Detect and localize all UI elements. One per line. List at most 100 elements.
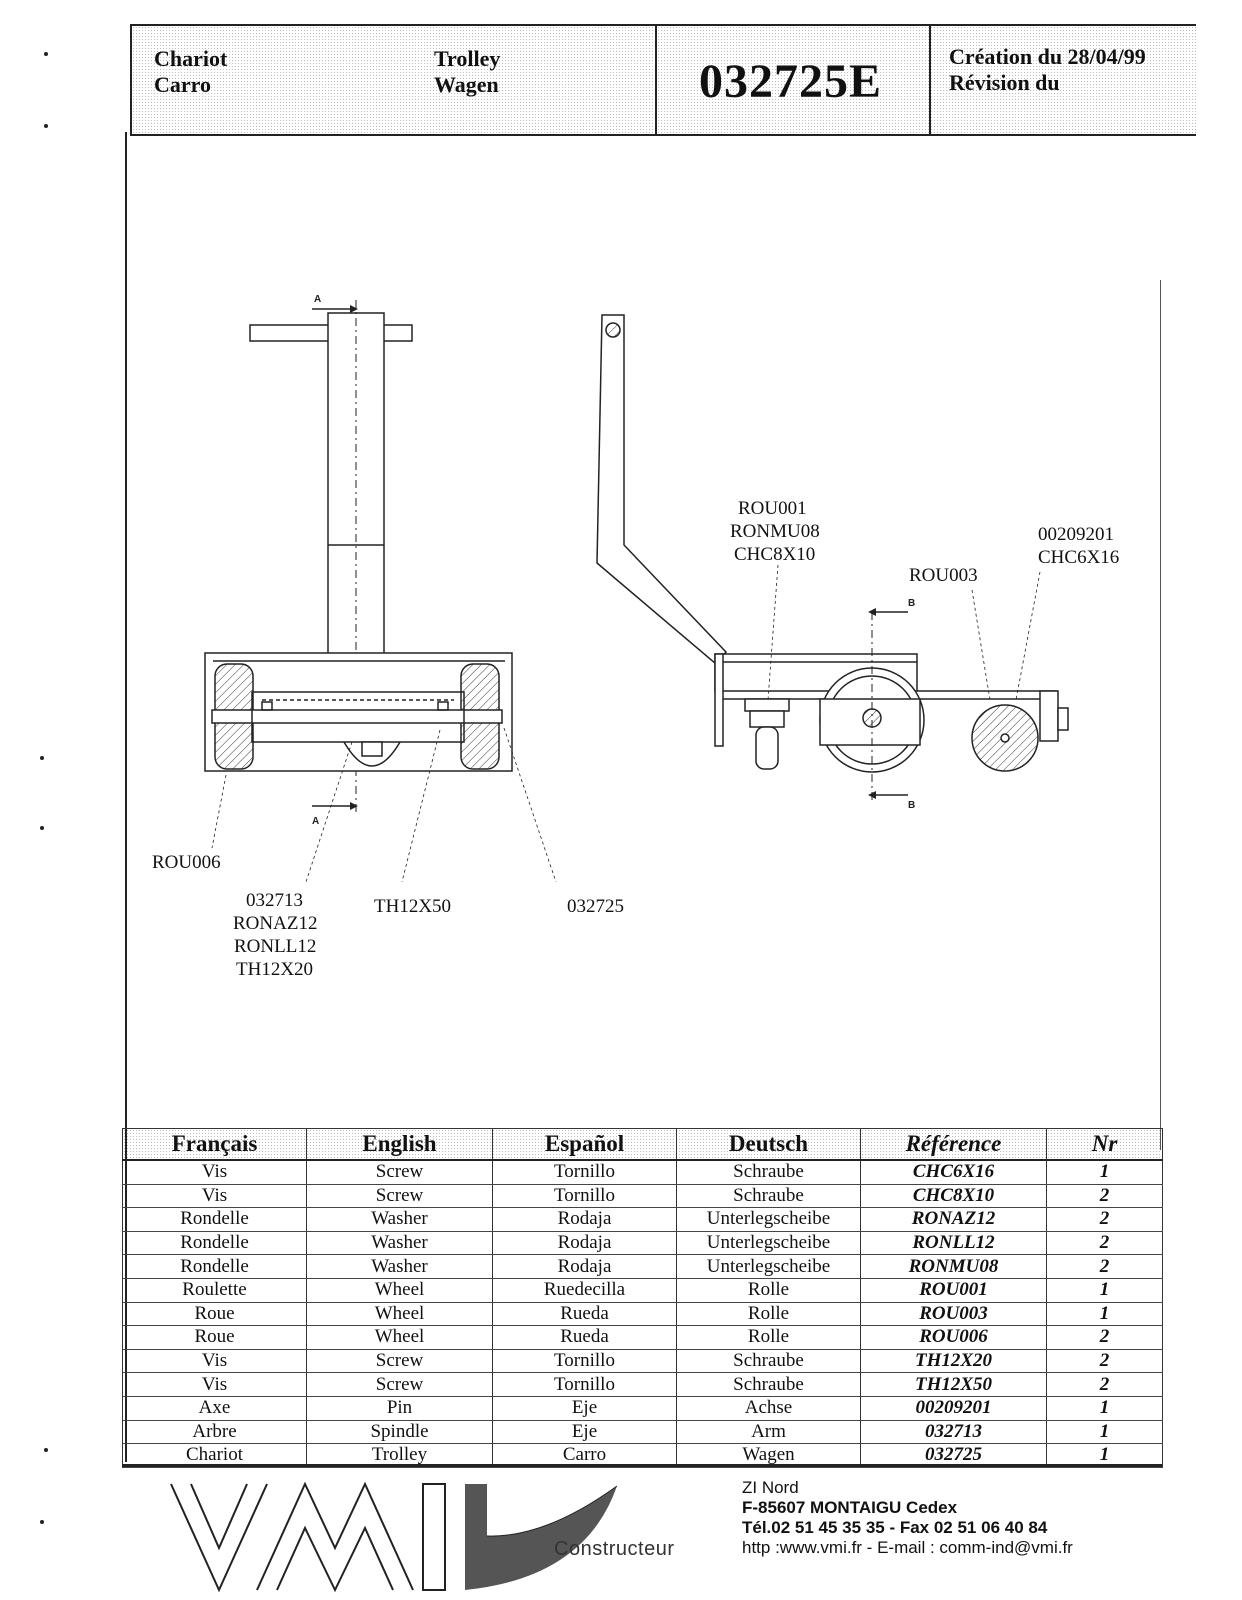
name-es: Carro xyxy=(154,72,212,97)
axle-housing xyxy=(251,691,465,743)
cell-de: Rolle xyxy=(676,1325,861,1350)
logo-swoosh xyxy=(465,1484,617,1590)
col-header-nr: Nr xyxy=(1046,1128,1163,1161)
cell-es: Rodaja xyxy=(492,1254,677,1279)
margin-dot xyxy=(44,52,48,56)
name-fr: Chariot xyxy=(154,46,228,71)
cell-en: Washer xyxy=(306,1231,493,1256)
part-number: 032725E xyxy=(699,55,883,108)
cell-reference: ROU001 xyxy=(860,1278,1047,1303)
creation-date: Création du 28/04/99 xyxy=(949,44,1146,69)
cell-reference: CHC8X10 xyxy=(860,1184,1047,1209)
address-line-2: F-85607 MONTAIGU Cedex xyxy=(742,1498,958,1517)
side-view xyxy=(596,314,1069,800)
constructeur-label: Constructeur xyxy=(554,1538,675,1560)
cell-reference: 032713 xyxy=(860,1420,1047,1445)
label-chc8x10: CHC8X10 xyxy=(734,544,816,565)
section-b-top: B xyxy=(908,598,915,609)
col-header-de: Deutsch xyxy=(676,1128,861,1161)
name-en: Trolley xyxy=(434,46,501,71)
axle-nut xyxy=(261,701,273,711)
part-number-cell: 032725E xyxy=(655,26,931,134)
cell-en: Screw xyxy=(306,1349,493,1374)
label-rou006: ROU006 xyxy=(152,852,221,873)
cell-en: Trolley xyxy=(306,1443,493,1468)
caster-wheel xyxy=(755,726,779,770)
margin-dot xyxy=(40,826,44,830)
cell-de: Schraube xyxy=(676,1372,861,1397)
label-032713: 032713 xyxy=(246,890,303,911)
cell-fr: Vis xyxy=(122,1160,307,1185)
cell-es: Ruedecilla xyxy=(492,1278,677,1303)
cell-es: Tornillo xyxy=(492,1372,677,1397)
cell-reference: RONMU08 xyxy=(860,1254,1047,1279)
cell-es: Eje xyxy=(492,1420,677,1445)
handle-pin xyxy=(605,322,621,338)
frame-left-border xyxy=(125,132,127,1462)
label-th12x50: TH12X50 xyxy=(374,896,452,917)
label-ronll12: RONLL12 xyxy=(234,936,317,957)
cell-nr: 2 xyxy=(1046,1325,1163,1350)
cell-de: Rolle xyxy=(676,1302,861,1327)
footer-divider xyxy=(122,1464,1162,1467)
cell-nr: 2 xyxy=(1046,1207,1163,1232)
cell-es: Rodaja xyxy=(492,1207,677,1232)
label-00209201: 00209201 xyxy=(1038,524,1114,545)
margin-dot xyxy=(40,1520,44,1524)
cell-nr: 1 xyxy=(1046,1396,1163,1421)
cell-fr: Vis xyxy=(122,1349,307,1374)
cell-de: Unterlegscheibe xyxy=(676,1231,861,1256)
cell-es: Carro xyxy=(492,1443,677,1468)
cell-fr: Axe xyxy=(122,1396,307,1421)
cell-fr: Roulette xyxy=(122,1278,307,1303)
caster-hub xyxy=(361,741,383,757)
margin-dot xyxy=(40,756,44,760)
title-block: Chariot Carro Trolley Wagen 032725E Créa… xyxy=(130,24,1196,136)
cell-de: Achse xyxy=(676,1396,861,1421)
cell-de: Schraube xyxy=(676,1160,861,1185)
label-ronmu08: RONMU08 xyxy=(730,521,820,542)
cell-de: Schraube xyxy=(676,1349,861,1374)
label-032725: 032725 xyxy=(567,896,624,917)
cell-en: Screw xyxy=(306,1372,493,1397)
cell-nr: 1 xyxy=(1046,1160,1163,1185)
cell-nr: 1 xyxy=(1046,1420,1163,1445)
caster-mount xyxy=(744,698,790,712)
cell-reference: ROU003 xyxy=(860,1302,1047,1327)
cell-reference: TH12X50 xyxy=(860,1372,1047,1397)
cell-nr: 2 xyxy=(1046,1184,1163,1209)
front-view xyxy=(204,300,557,883)
cell-en: Screw xyxy=(306,1184,493,1209)
col-header-en: English xyxy=(306,1128,493,1161)
label-th12x20: TH12X20 xyxy=(236,959,314,980)
cell-es: Tornillo xyxy=(492,1160,677,1185)
cell-reference: CHC6X16 xyxy=(860,1160,1047,1185)
cell-es: Rodaja xyxy=(492,1231,677,1256)
cell-reference: RONLL12 xyxy=(860,1231,1047,1256)
cell-de: Unterlegscheibe xyxy=(676,1207,861,1232)
table-header-row: Français English Español Deutsch Référen… xyxy=(122,1128,1163,1161)
cell-nr: 2 xyxy=(1046,1231,1163,1256)
frame-right-border xyxy=(1160,280,1161,1150)
cell-nr: 1 xyxy=(1046,1278,1163,1303)
center-caster xyxy=(343,741,401,767)
title-names-cell: Chariot Carro Trolley Wagen xyxy=(132,26,657,134)
section-b-bottom: B xyxy=(908,800,915,811)
label-rou003: ROU003 xyxy=(909,565,978,586)
cell-fr: Rondelle xyxy=(122,1231,307,1256)
margin-dot xyxy=(44,1448,48,1452)
cell-en: Pin xyxy=(306,1396,493,1421)
cell-es: Eje xyxy=(492,1396,677,1421)
name-de: Wagen xyxy=(434,72,499,97)
vmi-logo xyxy=(170,1481,618,1593)
cell-en: Washer xyxy=(306,1254,493,1279)
cell-es: Rueda xyxy=(492,1302,677,1327)
axle-nut xyxy=(437,701,449,711)
